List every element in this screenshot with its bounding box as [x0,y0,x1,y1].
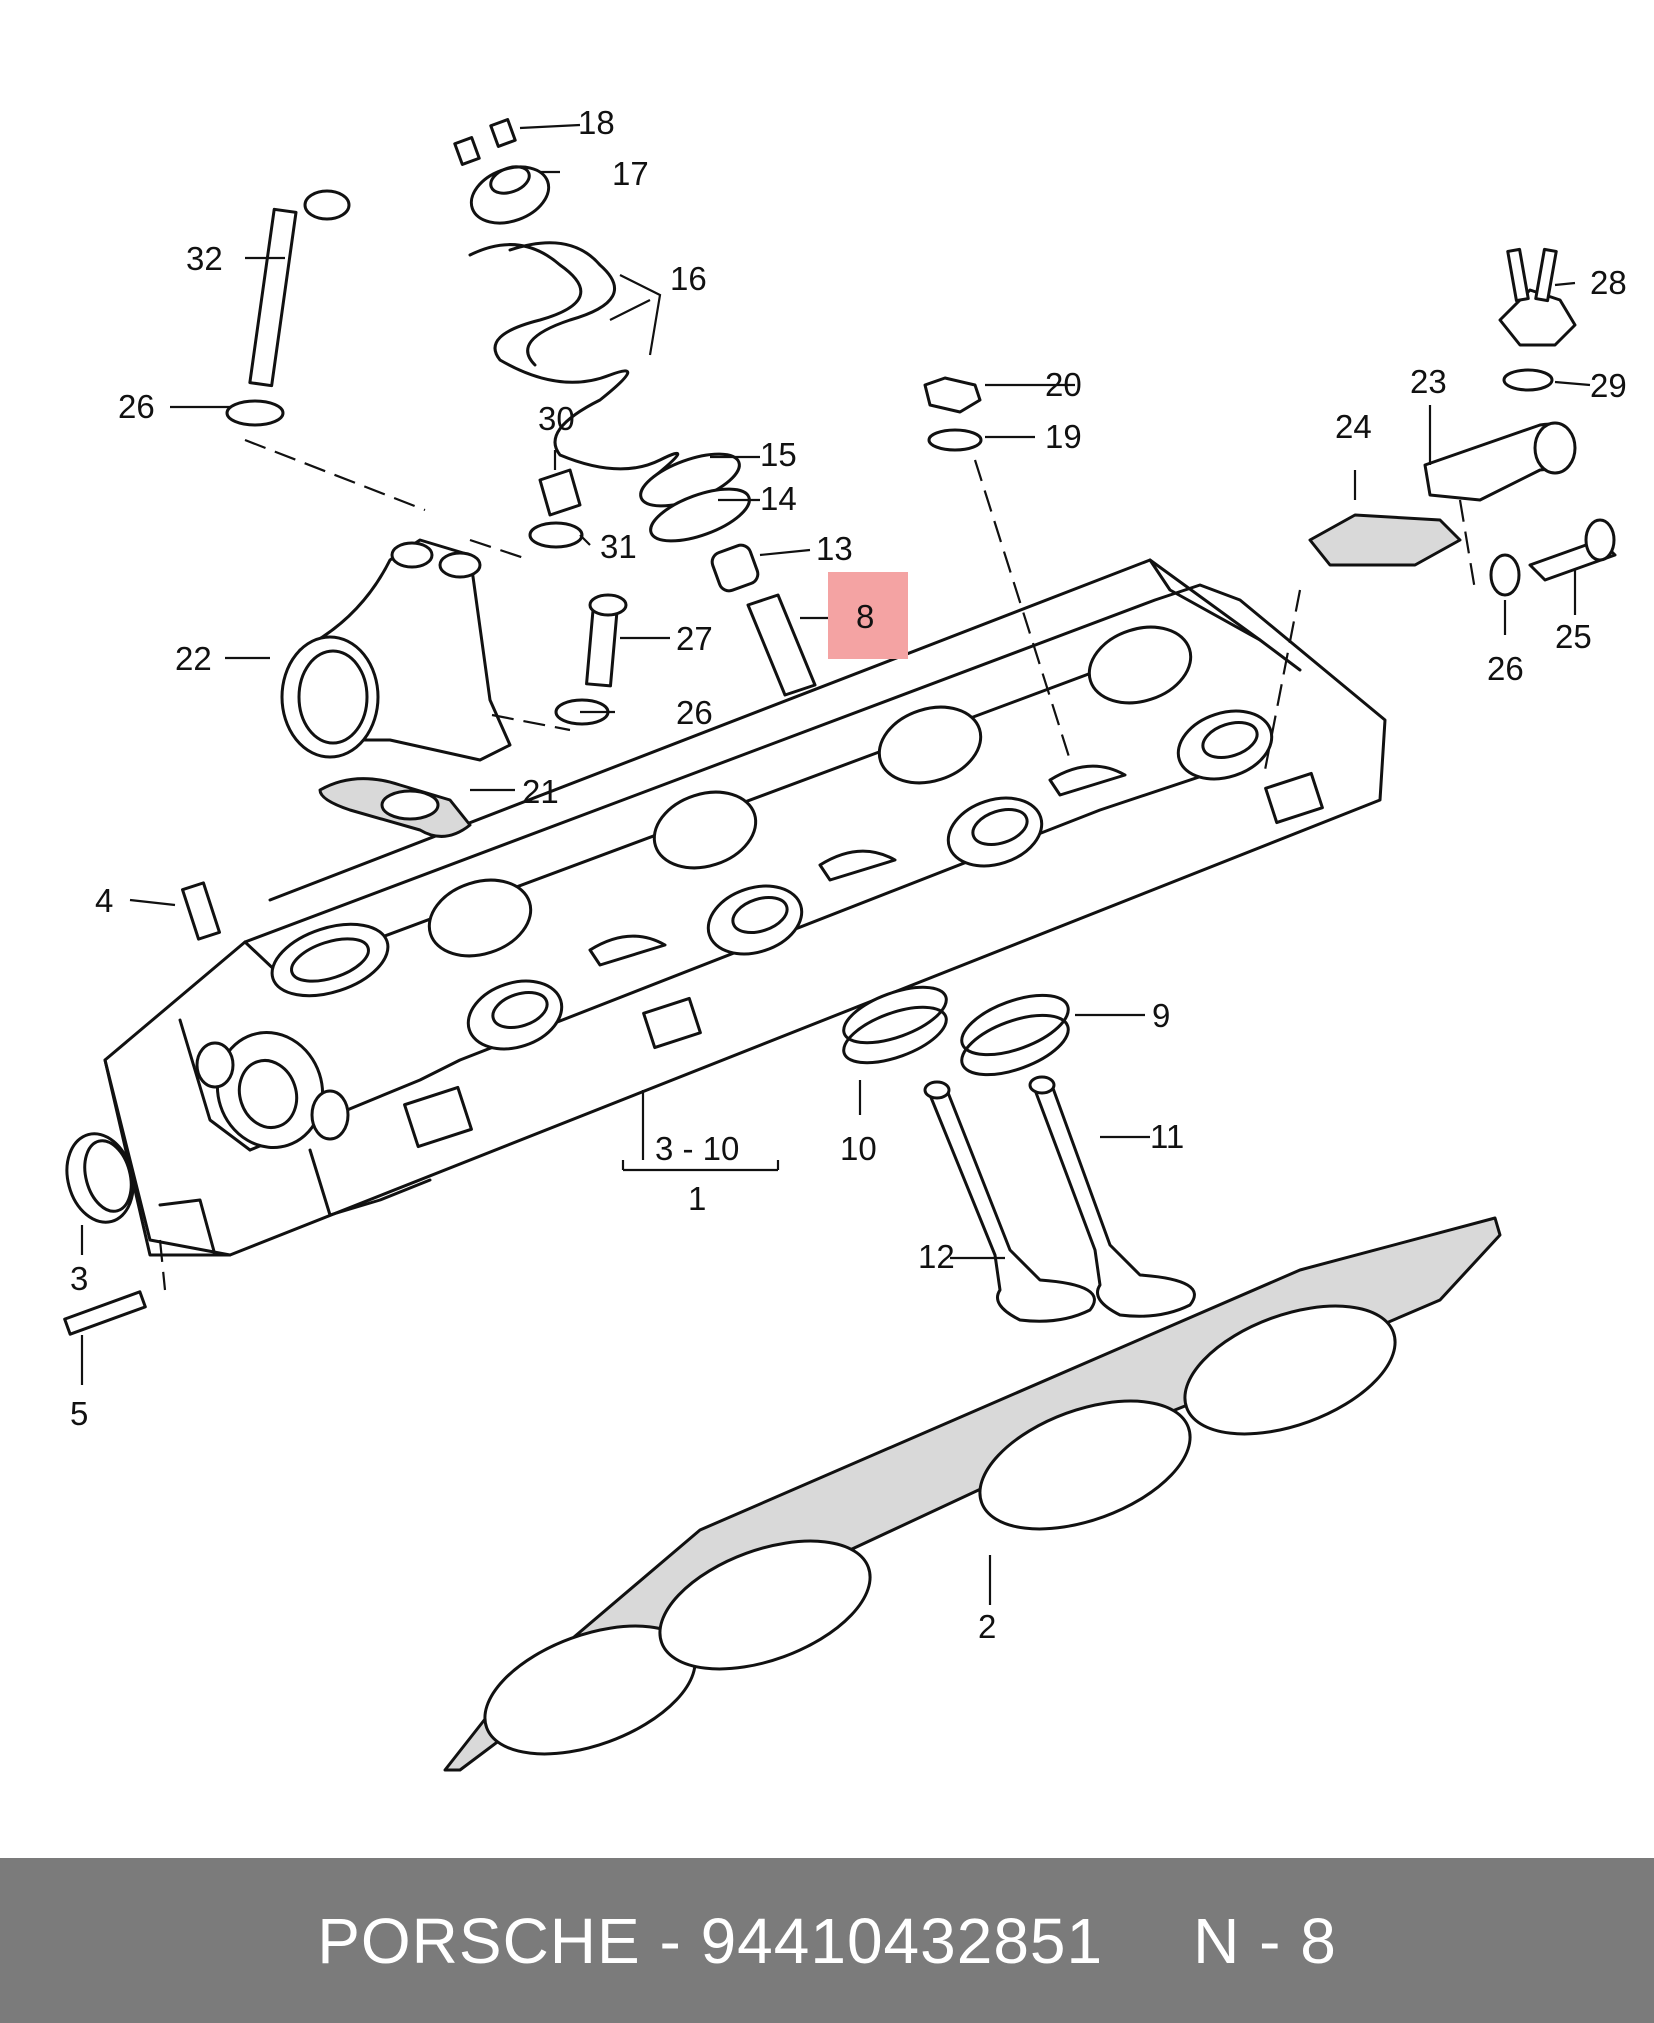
highlight-box-part-8 [828,572,908,659]
cylinder-head-drawing: 18 17 16 15 14 13 8 32 26 30 31 27 26 22… [63,104,1627,1772]
exploded-parts-diagram: 18 17 16 15 14 13 8 32 26 30 31 27 26 22… [63,104,1627,1772]
callout-25: 25 [1555,618,1592,655]
brand-label: PORSCHE [317,1904,641,1977]
callout-17: 17 [612,155,649,192]
callout-26-right: 26 [1487,650,1524,687]
callout-29: 29 [1590,367,1627,404]
callout-16: 16 [670,260,707,297]
callout-5: 5 [70,1395,88,1432]
callout-13: 13 [816,530,853,567]
callout-12: 12 [918,1238,955,1275]
thermostat-housing [280,538,512,838]
callout-14: 14 [760,480,797,517]
callout-8: 8 [856,598,874,635]
sensor-housing [1308,247,1617,597]
callout-24: 24 [1335,408,1372,445]
callout-20: 20 [1045,366,1082,403]
callout-9: 9 [1152,997,1170,1034]
callout-3: 3 [70,1260,88,1297]
callout-32: 32 [186,240,223,277]
callout-1: 1 [688,1180,706,1217]
callout-10: 10 [840,1130,877,1167]
callout-22: 22 [175,640,212,677]
callout-28: 28 [1590,264,1627,301]
part-info-footer: PORSCHE - 94410432851 N - 8 [0,1858,1654,2023]
callout-3-10: 3 - 10 [655,1130,739,1167]
valves [923,1075,1196,1323]
part-number: 94410432851 [700,1904,1104,1977]
callout-27: 27 [676,620,713,657]
position-code: N - 8 [1193,1904,1337,1977]
callout-15: 15 [760,436,797,473]
callout-21: 21 [522,773,559,810]
callout-18: 18 [578,104,615,141]
callout-26-middle: 26 [676,694,713,731]
leader-lines [80,123,1591,1605]
callout-11: 11 [1150,1118,1184,1155]
callout-31: 31 [600,528,637,565]
callout-2: 2 [978,1608,996,1645]
valve-guide-part-8 [746,593,817,697]
valve-seat-rings [842,985,1070,1077]
callout-26-left: 26 [118,388,155,425]
valve-spring-assembly [453,118,817,697]
head-gasket [443,1216,1502,1772]
part-info-text: PORSCHE - 94410432851 N - 8 [317,1904,1337,1978]
bolts-and-washers [225,189,983,726]
cylinder-head [103,558,1387,1257]
small-parts-left [63,881,221,1336]
callout-labels: 18 17 16 15 14 13 8 32 26 30 31 27 26 22… [70,104,1627,1645]
callout-23: 23 [1410,363,1447,400]
callout-4: 4 [95,882,113,919]
separator: - [640,1904,701,1977]
callout-19: 19 [1045,418,1082,455]
callout-30: 30 [538,400,575,437]
